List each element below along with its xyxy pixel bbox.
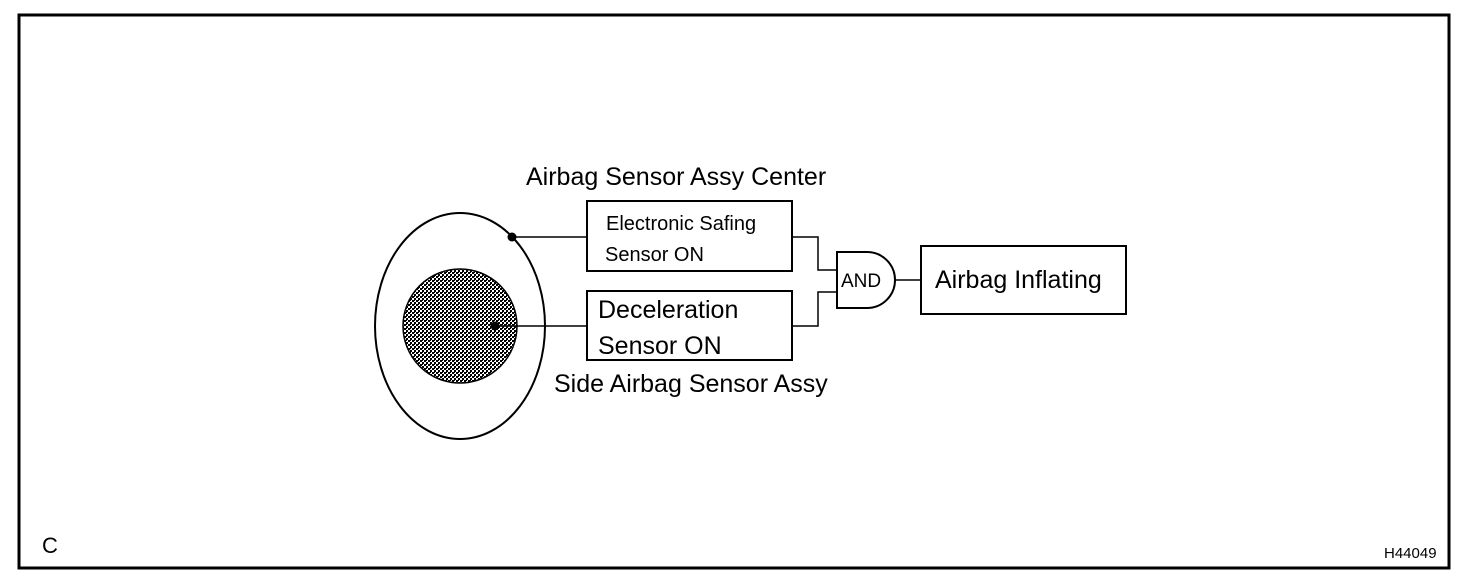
decel-sensor-box <box>586 290 793 361</box>
decel-to-gate-wire <box>792 291 837 327</box>
corner-label: C <box>42 533 58 558</box>
safing-to-gate-wire <box>792 236 837 271</box>
airbag-inflating-label: Airbag Inflating <box>935 266 1102 294</box>
decel-line-2: Sensor ON <box>598 332 722 360</box>
figure-frame <box>17 13 1451 570</box>
and-gate-label: AND <box>841 271 881 292</box>
safing-line-1: Electronic Safing <box>606 213 756 235</box>
decel-line-1: Deceleration <box>598 296 738 324</box>
side-sensor-title: Side Airbag Sensor Assy <box>554 370 828 398</box>
airbag-inflating-box <box>920 245 1127 315</box>
safing-sensor-box <box>586 200 793 272</box>
and-gate <box>836 251 896 309</box>
figure-code: H44049 <box>1384 545 1437 562</box>
center-sensor-title: Airbag Sensor Assy Center <box>526 163 826 191</box>
safing-line-2: Sensor ON <box>605 244 704 266</box>
